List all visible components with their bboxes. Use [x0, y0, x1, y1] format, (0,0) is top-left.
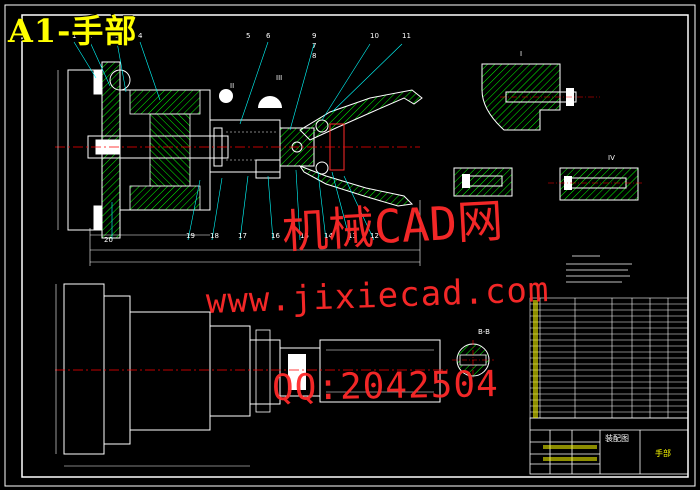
part-number-label: 6 [266, 32, 271, 40]
part-number-label: 12 [370, 232, 379, 240]
part-number-label: 9 [312, 32, 316, 40]
watermark-qq: QQ:2042504 [271, 364, 500, 409]
section-mark-label: IV [608, 154, 615, 162]
front-assembly-view [55, 61, 423, 266]
title-block-fills [533, 300, 597, 461]
part-number-label: 16 [271, 232, 280, 240]
part-number-label: 1 [72, 32, 76, 40]
parts-list-table [529, 297, 689, 419]
part-number-label: 5 [246, 32, 250, 40]
part-number-label: 17 [238, 232, 247, 240]
sheet-border-outer [4, 4, 696, 487]
section-mark-label: III [276, 74, 282, 82]
detail-view-2 [453, 167, 513, 197]
technical-notes [566, 255, 632, 283]
top-plan-view [55, 283, 450, 467]
part-number-label: 11 [402, 32, 411, 40]
section-mark-label: II [230, 82, 234, 90]
part-number-label: 20 [104, 236, 113, 244]
part-number-label: 15 [300, 232, 309, 240]
sheet-border-inner [21, 14, 689, 478]
part-number-label: 10 [370, 32, 379, 40]
part-number-label: 3 [115, 32, 119, 40]
title-block-part-name: 手部 [655, 449, 671, 458]
detail-view-3 [548, 167, 644, 201]
section-mark-label: I [520, 50, 522, 58]
title-block [529, 417, 689, 475]
part-number-label: 19 [186, 232, 195, 240]
section-bb-view [452, 340, 494, 380]
part-number-label: 18 [210, 232, 219, 240]
section-mark-label: B-B [478, 328, 490, 336]
watermark-site-name: 机械CAD网 [280, 193, 505, 259]
part-number-label: 14 [324, 232, 333, 240]
part-number-label: 4 [138, 32, 143, 40]
detail-view-1 [481, 63, 600, 131]
part-number-label: 7 [312, 42, 316, 50]
drawing-title: A1-手部 [8, 12, 138, 50]
part-number-label: 2 [88, 32, 92, 40]
title-block-drawing-name: 装配图 [605, 434, 629, 443]
part-number-label: 13 [348, 232, 357, 240]
part-leaders-top [73, 41, 403, 241]
part-number-label: 8 [312, 52, 316, 60]
